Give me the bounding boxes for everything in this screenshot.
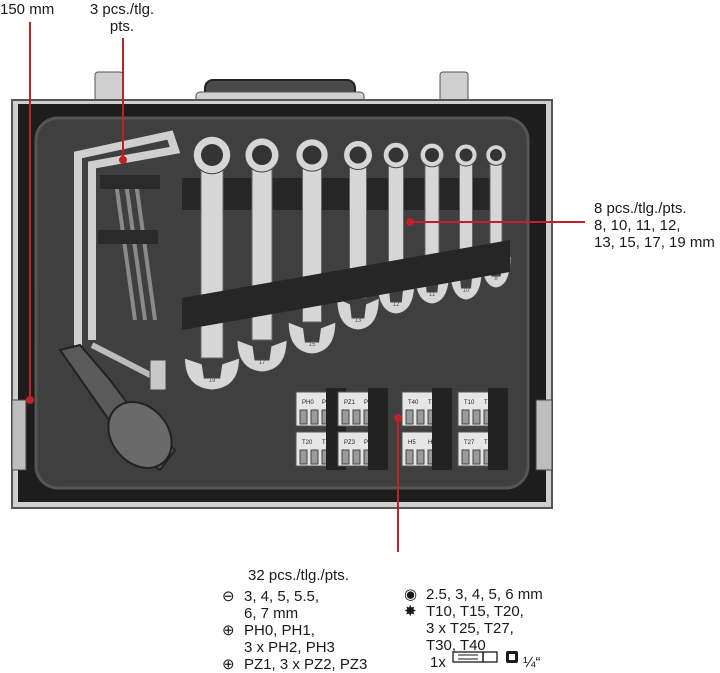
bit-set: PH0PH1PZ1PZ2T40T30T10T15T20T25PZ3PZ2H5H6… <box>295 388 508 470</box>
pozidriv-icon: ⊕ <box>222 656 235 673</box>
screwdriver-bit <box>416 409 425 425</box>
screwdriver-bit <box>341 449 350 465</box>
wrench-size-mark: 10 <box>463 288 470 294</box>
legend-text: 6, 7 mm <box>244 605 299 622</box>
legend-left: ⊖ 3, 4, 5, 5.5, 6, 7 mm ⊕ PH0, PH1, 3 x … <box>222 588 367 673</box>
strap <box>100 175 160 189</box>
torx-icon: ✸ <box>404 603 417 620</box>
legend-text: 2.5, 3, 4, 5, 6 mm <box>426 586 543 603</box>
wrench-shaft <box>200 154 224 359</box>
wrench-open-end <box>183 357 241 391</box>
legend-text: PZ1, 3 x PZ2, PZ3 <box>244 656 368 673</box>
screwdriver-bit <box>310 409 319 425</box>
wrench-ring-hole <box>425 148 439 162</box>
screwdriver-bit <box>472 409 481 425</box>
bit-label: T27 <box>464 440 475 446</box>
latch-left <box>94 71 124 103</box>
wrench-ring-hole <box>252 145 272 165</box>
bit-strap <box>488 428 508 470</box>
screwdriver-bit <box>352 449 361 465</box>
bit-label: T40 <box>408 400 419 406</box>
hacksaw <box>58 130 181 472</box>
adapter-icon <box>452 651 518 663</box>
bit-label: T20 <box>302 440 313 446</box>
hinge-left <box>11 399 27 471</box>
screwdriver-bit <box>299 449 308 465</box>
bit-strap <box>432 388 452 430</box>
wrench-open-end <box>287 321 337 355</box>
wrench-ring-hole <box>388 147 404 163</box>
callout-lines <box>26 22 585 552</box>
blades-label-line1: 3 pcs./tlg. <box>89 1 155 18</box>
bit-label: H5 <box>408 440 416 446</box>
wrench-size-mark: 15 <box>309 342 316 348</box>
wrench-size-mark: 19 <box>209 378 216 384</box>
legend-item-hex: ◉ 2.5, 3, 4, 5, 6 mm <box>404 586 543 603</box>
hinge-right <box>535 399 553 471</box>
legend-text: 3 x T25, T27, <box>426 620 514 637</box>
wrench-size-mark: 8 <box>494 276 498 282</box>
wrench-open-end <box>236 339 288 373</box>
bit-label: T10 <box>464 400 475 406</box>
adapter-qty: 1x <box>430 654 446 671</box>
wrench-size-mark: 13 <box>355 318 362 324</box>
wrench-strap-bottom <box>182 240 510 330</box>
latch-right <box>439 71 469 103</box>
bit-label: PZ1 <box>344 400 356 406</box>
wrench-size-mark: 12 <box>393 302 400 308</box>
bit-strap <box>368 428 388 470</box>
adapter-size: ¼“ <box>523 654 541 671</box>
legend-right: ◉ 2.5, 3, 4, 5, 6 mm ✸ T10, T15, T20, 3 … <box>404 586 543 654</box>
legend-text: 3 x PH2, PH3 <box>244 639 335 656</box>
strap <box>98 230 158 244</box>
bit-label: PZ3 <box>344 440 356 446</box>
screwdriver-bit <box>405 449 414 465</box>
screwdriver-bit <box>341 409 350 425</box>
screwdriver-bit <box>416 449 425 465</box>
wrench-size-mark: 11 <box>429 292 436 298</box>
bit-strap <box>432 428 452 470</box>
bit-strap <box>368 388 388 430</box>
legend-item-pozidriv: ⊕ PZ1, 3 x PZ2, PZ3 <box>222 656 367 673</box>
wrench-size-mark: 17 <box>259 360 266 366</box>
blades-label-line2: pts. <box>109 18 135 35</box>
screwdriver-bit <box>352 409 361 425</box>
wrenches-label-line2: 8, 10, 11, 12, <box>594 217 681 234</box>
wrench-ring-hole <box>302 145 322 165</box>
wrench-open-end <box>336 297 380 331</box>
legend-item-slot: ⊖ 3, 4, 5, 5.5, 6, 7 mm <box>222 588 367 622</box>
bit-label: PH0 <box>302 400 314 406</box>
screwdriver-bit <box>405 409 414 425</box>
legend-text: T10, T15, T20, <box>426 603 524 620</box>
wrenches-label-line3: 13, 15, 17, 19 mm <box>594 234 715 251</box>
phillips-icon: ⊕ <box>222 622 235 639</box>
wrench-strap-top <box>182 178 502 210</box>
screwdriver-bit <box>299 409 308 425</box>
screwdriver-bit <box>472 449 481 465</box>
wrench-shaft <box>489 154 503 257</box>
legend-item-torx: ✸ T10, T15, T20, 3 x T25, T27, T30, T40 <box>404 603 543 654</box>
legend-text: PH0, PH1, <box>244 622 315 639</box>
saw-blades <box>98 174 160 321</box>
wrench-ring-hole <box>349 146 367 164</box>
screwdriver-bit <box>461 409 470 425</box>
screwdriver-bit <box>461 449 470 465</box>
legend-item-phillips: ⊕ PH0, PH1, 3 x PH2, PH3 <box>222 622 367 656</box>
wrench-ring-hole <box>201 144 223 166</box>
bit-strap <box>488 388 508 430</box>
legend-text: T30, T40 <box>426 637 486 654</box>
legend-text: 3, 4, 5, 5.5, <box>244 588 320 605</box>
hex-icon: ◉ <box>404 586 418 603</box>
wrenches-label-line1: 8 pcs./tlg./pts. <box>594 200 687 217</box>
bits-title: 32 pcs./tlg./pts. <box>248 567 349 584</box>
saw-size-label: 150 mm <box>0 1 55 18</box>
slot-icon: ⊖ <box>222 588 235 605</box>
wrench-ring-hole <box>490 149 502 161</box>
screwdriver-bit <box>310 449 319 465</box>
wrench-ring-hole <box>459 148 473 162</box>
